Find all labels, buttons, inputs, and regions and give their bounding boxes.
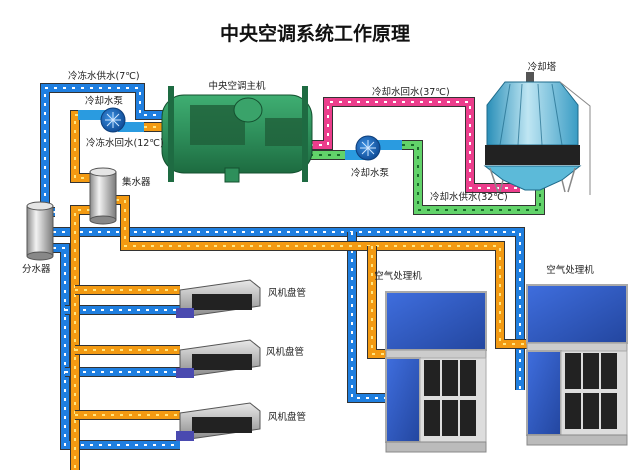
cooling-return-label: 冷却水回水(37℃) xyxy=(372,86,450,98)
distributor-tank-icon xyxy=(26,201,54,261)
return-header xyxy=(116,195,545,349)
chilled-return-pipe xyxy=(70,110,90,183)
fcu-label-2: 风机盘管 xyxy=(266,346,304,358)
cooling-supply-pipe-2 xyxy=(402,140,545,215)
return-left xyxy=(70,205,90,470)
cooling-pump-icon xyxy=(345,135,402,161)
chiller-icon xyxy=(161,86,313,183)
chilled-pump-icon xyxy=(78,107,144,133)
air-handler-icon xyxy=(385,291,487,453)
fan-coil-icon xyxy=(176,402,261,441)
fan-coil-icon xyxy=(176,279,261,318)
chilled-pump-label: 冷却水泵 xyxy=(85,95,124,107)
collector-tank-icon xyxy=(89,167,117,225)
fcu-label-1: 风机盘管 xyxy=(268,287,306,299)
fcu-label-3: 风机盘管 xyxy=(268,411,306,423)
cooling-return-pipe xyxy=(310,97,520,193)
distributor-label: 分水器 xyxy=(22,263,51,275)
chiller-label: 中央空调主机 xyxy=(208,80,266,92)
ahu-label-1: 空气处理机 xyxy=(374,270,422,282)
fan-coil-icon xyxy=(176,339,261,378)
chilled-return-label: 冷冻水回水(12℃) xyxy=(86,137,164,149)
collector-label: 集水器 xyxy=(122,176,151,188)
chilled-supply-label: 冷冻水供水(7℃) xyxy=(68,70,140,82)
diagram-title: 中央空调系统工作原理 xyxy=(220,22,410,45)
cooling-pump-label: 冷却水泵 xyxy=(351,167,390,179)
cooling-tower-icon xyxy=(483,72,591,195)
supply-branch-fcu xyxy=(53,243,180,450)
cooling-supply-label: 冷却水供水(32℃) xyxy=(430,191,508,203)
cooling-tower-label: 冷却塔 xyxy=(528,61,557,73)
ahu-label-2: 空气处理机 xyxy=(546,264,594,276)
air-handler-icon xyxy=(526,284,628,446)
supply-header xyxy=(53,227,525,390)
